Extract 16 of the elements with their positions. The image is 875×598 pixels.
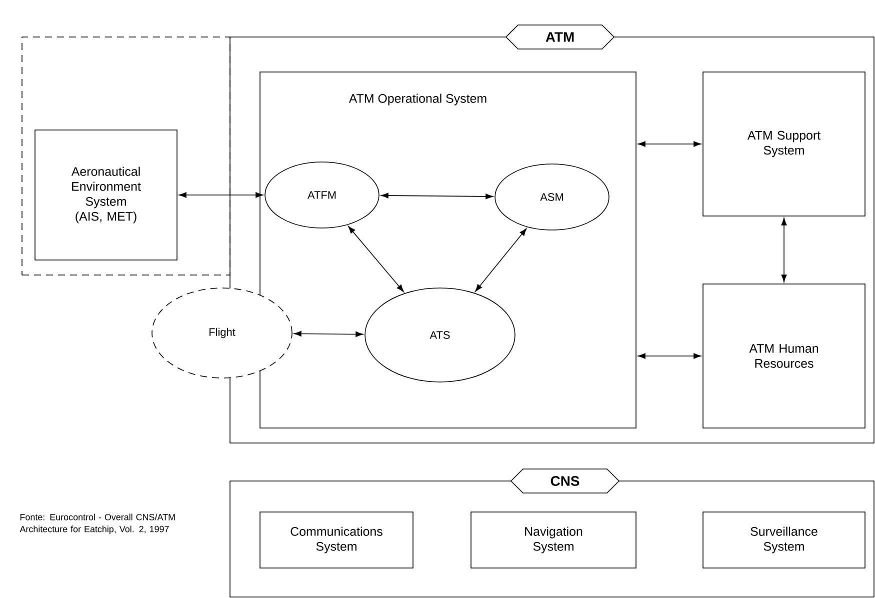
system-box: Aeronautical Environment System (AIS, MET) [34,130,178,260]
arrow [638,141,702,147]
arrow [348,226,404,292]
source-note: Fonte: Eurocontrol - Overall CNS/ATM Architecture for Eatchip, Vol. 2, 1997 [20,514,175,534]
system-box: Surveillance System [702,512,866,568]
system-box: ATM Human Resources [702,284,866,428]
arrow [781,218,787,282]
arrow [380,192,494,200]
system-box: ATM Support System [702,72,866,216]
system-box: Communications System [260,512,414,568]
arrow [178,192,264,198]
system-box: Navigation System [470,512,636,568]
arrow [294,330,364,337]
arrow [475,228,527,292]
arrow [638,353,702,359]
dashed-region [22,36,230,276]
